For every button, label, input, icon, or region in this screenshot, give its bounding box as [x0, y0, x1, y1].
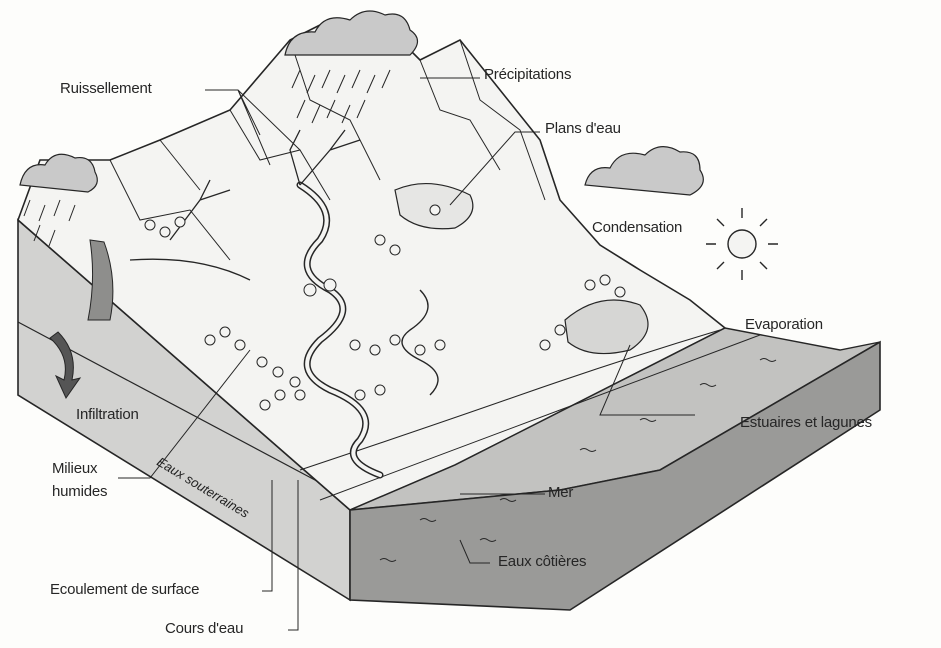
label-plans-eau: Plans d'eau	[545, 120, 621, 137]
label-infiltration: Infiltration	[76, 406, 139, 423]
label-evaporation: Evaporation	[745, 316, 823, 333]
label-estuaires: Estuaires et lagunes	[740, 414, 872, 431]
label-milieux-line2: humides	[52, 483, 107, 500]
label-ruissellement: Ruissellement	[60, 80, 152, 97]
label-eaux-cotieres: Eaux côtières	[498, 553, 586, 570]
label-milieux-line1: Milieux	[52, 460, 97, 477]
label-mer: Mer	[548, 484, 573, 501]
label-condensation: Condensation	[592, 219, 682, 236]
label-ecoulement: Ecoulement de surface	[50, 581, 199, 598]
label-cours-eau: Cours d'eau	[165, 620, 243, 637]
label-precipitations: Précipitations	[484, 66, 571, 83]
sun-icon	[706, 208, 778, 280]
